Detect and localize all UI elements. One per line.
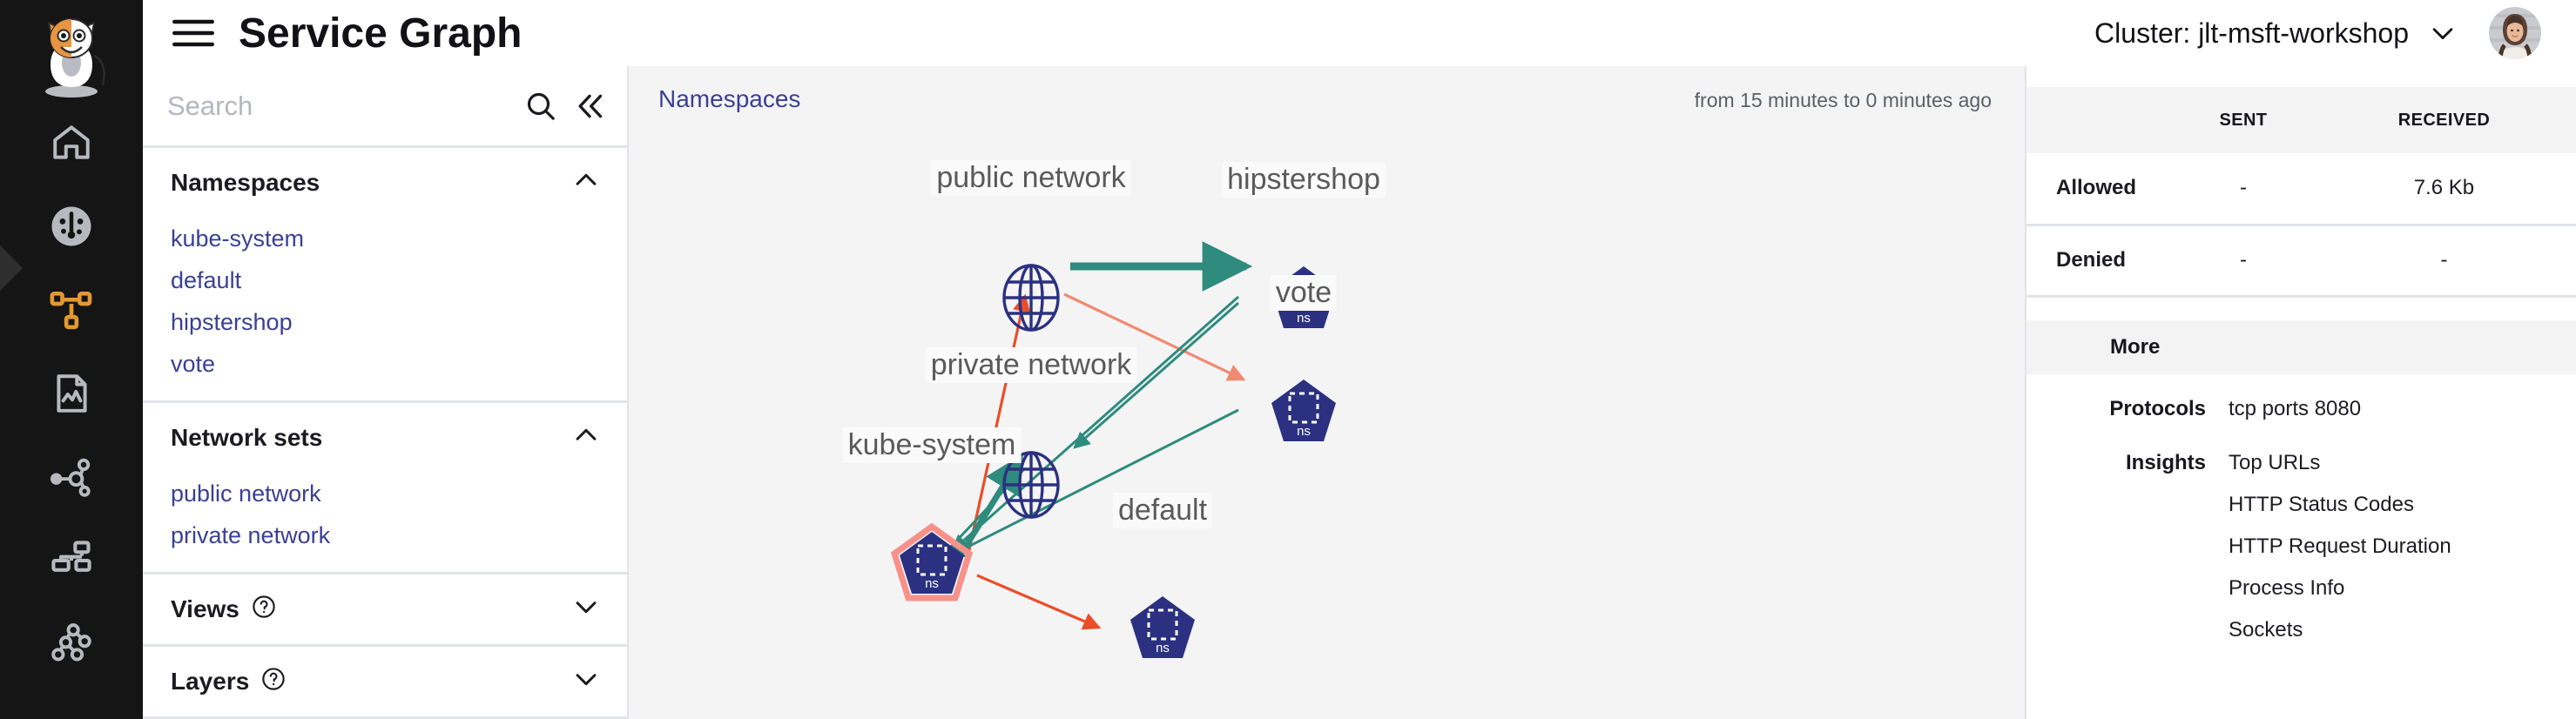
service-graph-canvas[interactable]: Namespaces from 15 minutes to 0 minutes …: [629, 66, 2025, 719]
sidebar-list-network-sets: public network private network: [143, 473, 627, 572]
chevron-up-icon[interactable]: [571, 420, 601, 456]
sidebar-section-header-layers[interactable]: Layers: [143, 647, 627, 716]
sidebar-list-namespaces: kube-system default hipstershop vote: [143, 218, 627, 400]
avatar[interactable]: [2489, 7, 2541, 59]
insights-label: Insights: [2125, 450, 2206, 474]
table-header-row: SENT RECEIVED: [2026, 87, 2576, 153]
double-chevron-left-icon[interactable]: [572, 89, 607, 124]
traffic-stats-table: SENT RECEIVED Allowed - 7.6 Kb Denied - …: [2026, 87, 2576, 298]
svg-text:ns: ns: [1297, 424, 1311, 439]
protocols-row: Protocols tcp ports 8080: [2026, 374, 2576, 439]
cluster-mesh-icon[interactable]: [0, 602, 143, 686]
detail-panel: public network » hipstershop SENT RECEIV…: [2025, 0, 2576, 719]
report-document-icon[interactable]: [0, 352, 143, 435]
divider: [143, 572, 627, 575]
cell-denied-received: -: [2311, 225, 2576, 298]
sidebar-section-header-views[interactable]: Views: [143, 575, 627, 644]
question-circle-icon[interactable]: [251, 594, 277, 626]
svg-text:ns: ns: [925, 576, 939, 591]
question-circle-icon[interactable]: [260, 666, 287, 698]
panel-gap: [2026, 298, 2576, 320]
main-area: Namespaces from 15 minutes to 0 minutes …: [629, 0, 2025, 719]
insights-list: Top URLs HTTP Status Codes HTTP Request …: [2229, 451, 2451, 660]
svg-text:ns: ns: [1156, 641, 1170, 655]
table-row: Allowed - 7.6 Kb: [2026, 153, 2576, 226]
hamburger-menu-icon[interactable]: [171, 14, 216, 52]
protocols-value: tcp ports 8080: [2229, 396, 2362, 420]
graph-node-label-private-network[interactable]: private network: [925, 347, 1137, 383]
insight-item-http-status-codes[interactable]: HTTP Status Codes: [2229, 492, 2414, 516]
row-label-denied: Denied: [2026, 225, 2175, 298]
graph-node-label-vote[interactable]: vote: [1270, 275, 1338, 311]
insights-row: Insights Top URLs HTTP Status Codes HTTP…: [2026, 439, 2576, 660]
table-row: Denied - -: [2026, 225, 2576, 298]
insight-item-sockets[interactable]: Sockets: [2229, 617, 2303, 642]
graph-node-vote: ns: [1271, 380, 1336, 441]
sidebar-item-kube-system[interactable]: kube-system: [171, 225, 305, 252]
sidebar-item-private-network[interactable]: private network: [171, 522, 331, 548]
rail-nav-items: [0, 101, 143, 686]
icon-rail: [0, 0, 143, 719]
sidebar-item-public-network[interactable]: public network: [171, 480, 321, 507]
col-blank: [2026, 87, 2175, 153]
chevron-down-icon[interactable]: [571, 592, 601, 628]
top-header: Service Graph Cluster: jlt-msft-workshop: [143, 0, 2576, 66]
home-icon[interactable]: [0, 101, 143, 185]
search-row: [143, 66, 627, 148]
service-graph-icon[interactable]: [0, 245, 143, 352]
sidebar-item-vote[interactable]: vote: [171, 351, 216, 377]
more-section-header[interactable]: More: [2026, 319, 2576, 374]
sidebar-section-header-network-sets[interactable]: Network sets: [143, 403, 627, 473]
search-icon[interactable]: [523, 89, 558, 124]
graph-node-public-network: [1002, 264, 1060, 332]
section-title-layers: Layers: [171, 668, 250, 695]
sidebar: Namespaces kube-system default hipstersh…: [143, 0, 629, 719]
dashboard-gauge-icon[interactable]: [0, 185, 143, 268]
cell-allowed-received: 7.6 Kb: [2311, 153, 2576, 226]
breadcrumb[interactable]: Namespaces: [658, 85, 801, 112]
svg-text:ns: ns: [1297, 311, 1311, 326]
section-title-views: Views: [171, 595, 239, 622]
search-input[interactable]: [167, 90, 515, 122]
col-received: RECEIVED: [2311, 87, 2576, 153]
page-title: Service Graph: [239, 10, 523, 57]
graph-node-label-kube-system[interactable]: kube-system: [842, 427, 1022, 463]
chevron-down-icon[interactable]: [2428, 18, 2458, 48]
cell-allowed-sent: -: [2175, 153, 2312, 226]
section-title-namespaces: Namespaces: [171, 169, 320, 196]
graph-node-private-network: [1002, 451, 1060, 519]
graph-node-label-public-network[interactable]: public network: [931, 160, 1131, 196]
cell-denied-sent: -: [2175, 225, 2312, 298]
insight-item-top-urls[interactable]: Top URLs: [2229, 450, 2321, 474]
divider: [143, 644, 627, 647]
chevron-up-icon[interactable]: [571, 165, 601, 201]
graph-node-default: ns: [1130, 596, 1195, 658]
graph-node-label-hipstershop[interactable]: hipstershop: [1222, 162, 1386, 198]
section-title-network-sets: Network sets: [171, 424, 323, 451]
insight-item-http-request-duration[interactable]: HTTP Request Duration: [2229, 534, 2451, 558]
row-label-allowed: Allowed: [2026, 153, 2175, 226]
divider: [143, 716, 627, 719]
network-nodes-icon[interactable]: [0, 435, 143, 519]
graph-node-kube-system: ns: [890, 522, 974, 601]
sidebar-section-header-namespaces[interactable]: Namespaces: [143, 148, 627, 218]
sidebar-item-hipstershop[interactable]: hipstershop: [171, 309, 293, 335]
time-range-label: from 15 minutes to 0 minutes ago: [1694, 89, 1992, 111]
protocols-label: Protocols: [2109, 396, 2206, 420]
insight-item-process-info[interactable]: Process Info: [2229, 575, 2345, 600]
sidebar-item-default[interactable]: default: [171, 267, 242, 293]
graph-node-label-default[interactable]: default: [1112, 493, 1213, 528]
col-sent: SENT: [2175, 87, 2312, 153]
cluster-selector-label[interactable]: Cluster: jlt-msft-workshop: [2094, 17, 2409, 49]
divider: [143, 400, 627, 403]
chevron-down-icon[interactable]: [571, 664, 601, 700]
hierarchy-icon[interactable]: [0, 519, 143, 602]
calico-cat-logo: [28, 3, 115, 101]
